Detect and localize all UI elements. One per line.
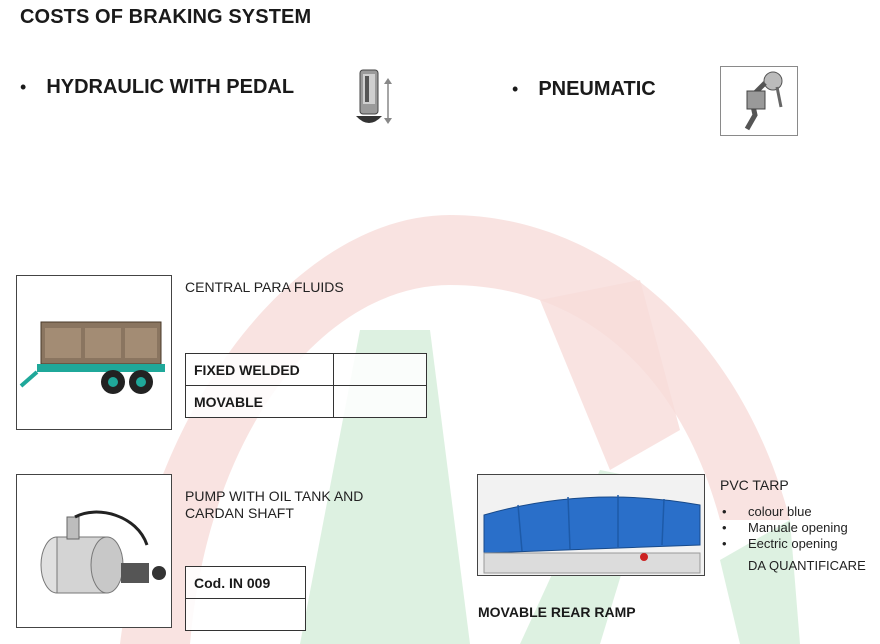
central-fluids-label: CENTRAL PARA FLUIDS <box>185 279 344 295</box>
tarp-label: PVC TARP <box>720 477 789 493</box>
pump-label-line1: PUMP WITH OIL TANK AND <box>185 488 364 504</box>
list-item: Eectric opening <box>720 536 848 552</box>
pump-code: Cod. IN 009 <box>185 566 306 599</box>
central-options-table: FIXED WELDED MOVABLE <box>185 353 427 418</box>
hydraulic-pedal-image <box>354 66 394 132</box>
option-movable: MOVABLE <box>185 385 334 418</box>
pump-label-line2: CARDAN SHAFT <box>185 505 294 521</box>
pump-label: PUMP WITH OIL TANK AND CARDAN SHAFT <box>185 488 363 522</box>
option-fixed-welded-price[interactable] <box>333 353 427 386</box>
braking-option-hydraulic: • HYDRAULIC WITH PEDAL <box>20 76 294 99</box>
hydraulic-cylinder-icon <box>356 69 392 124</box>
pneumatic-brake-image <box>720 66 798 136</box>
braking-option-pneumatic: • PNEUMATIC <box>512 78 656 101</box>
tarp-options-list: colour blue Manuale opening Eectric open… <box>720 504 848 552</box>
list-item: colour blue <box>720 504 848 520</box>
option-fixed-welded: FIXED WELDED <box>185 353 334 386</box>
trailer-icon <box>19 321 165 394</box>
table-row: Cod. IN 009 <box>185 566 306 599</box>
pneumatic-valve-icon <box>744 71 783 131</box>
table-row: MOVABLE <box>185 385 427 418</box>
tarp-note: DA QUANTIFICARE <box>748 558 866 573</box>
pump-code-table: Cod. IN 009 <box>185 566 306 631</box>
tarp-trailer-icon <box>478 475 704 575</box>
table-row <box>185 598 306 631</box>
pneumatic-label: PNEUMATIC <box>538 78 656 100</box>
hydraulic-label: HYDRAULIC WITH PEDAL <box>46 76 295 98</box>
table-row: FIXED WELDED <box>185 353 427 386</box>
pump-code-price[interactable] <box>185 598 306 631</box>
oil-tank-pump-icon <box>40 510 166 594</box>
tarp-image <box>477 474 705 576</box>
bullet-icon: • <box>20 77 27 97</box>
bullet-icon: • <box>512 79 519 99</box>
pump-image <box>16 474 172 628</box>
option-movable-price[interactable] <box>333 385 427 418</box>
trailer-image <box>16 275 172 430</box>
movable-rear-ramp-label: MOVABLE REAR RAMP <box>478 604 636 620</box>
list-item: Manuale opening <box>720 520 848 536</box>
page-title: COSTS OF BRAKING SYSTEM <box>20 6 312 28</box>
